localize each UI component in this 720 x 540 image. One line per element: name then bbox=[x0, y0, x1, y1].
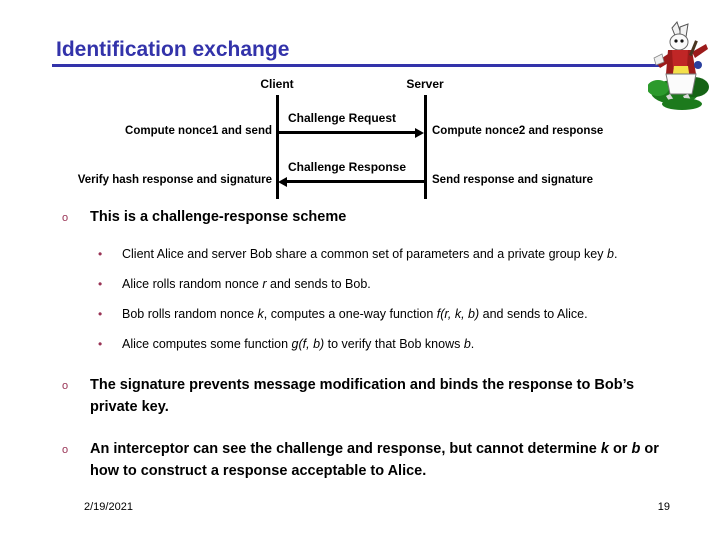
list-item-text: The signature prevents message modificat… bbox=[90, 377, 635, 415]
footer-date: 2/19/2021 bbox=[84, 501, 133, 513]
page-title: Identification exchange bbox=[56, 38, 290, 61]
bullet-marker-level1: o bbox=[62, 444, 69, 456]
list-item-text: Alice rolls random nonce r and sends to … bbox=[122, 277, 371, 291]
diagram-server-label: Server bbox=[406, 77, 444, 91]
spacer bbox=[0, 324, 720, 334]
bullet-marker-level2: • bbox=[98, 307, 103, 321]
spacer bbox=[0, 264, 720, 274]
server-lifeline bbox=[424, 95, 427, 199]
list-item: o An interceptor can see the challenge a… bbox=[0, 438, 720, 482]
bullet-marker-level1: o bbox=[62, 212, 69, 224]
message-label-challenge-response: Challenge Response bbox=[288, 160, 407, 174]
bullet-list: o This is a challenge-response scheme • … bbox=[0, 206, 720, 482]
note-verify-hash-response: Verify hash response and signature bbox=[77, 174, 272, 186]
list-item-text: This is a challenge-response scheme bbox=[90, 209, 347, 225]
note-compute-nonce1: Compute nonce1 and send bbox=[125, 125, 272, 137]
message-label-challenge-request: Challenge Request bbox=[288, 111, 397, 125]
bullet-marker-level2: • bbox=[98, 277, 103, 291]
list-item: • Bob rolls random nonce k, computes a o… bbox=[0, 304, 720, 324]
spacer bbox=[0, 228, 720, 244]
footer-slide-number: 19 bbox=[657, 501, 670, 513]
diagram-client-label: Client bbox=[260, 77, 294, 91]
note-compute-nonce2: Compute nonce2 and response bbox=[432, 125, 604, 137]
bullet-marker-level2: • bbox=[98, 247, 103, 261]
arrow-head-left-icon bbox=[278, 176, 287, 187]
white-rabbit-clipart-icon bbox=[648, 20, 709, 110]
spacer bbox=[0, 294, 720, 304]
list-item: o This is a challenge-response scheme bbox=[0, 206, 720, 228]
list-item: • Alice computes some function g(f, b) t… bbox=[0, 334, 720, 354]
identification-exchange-sequence-diagram: Client Server Challenge Request Challeng… bbox=[0, 0, 720, 210]
bullet-marker-level1: o bbox=[62, 380, 69, 392]
message-arrow-challenge-request bbox=[278, 131, 417, 134]
message-arrow-challenge-response bbox=[286, 180, 425, 183]
spacer bbox=[0, 418, 720, 438]
arrow-head-right-icon bbox=[415, 127, 424, 138]
list-item-text: An interceptor can see the challenge and… bbox=[90, 441, 659, 479]
title-underline-rule bbox=[52, 64, 662, 67]
bullet-marker-level2: • bbox=[98, 337, 103, 351]
note-send-response-signature: Send response and signature bbox=[432, 174, 594, 186]
list-item-text: Alice computes some function g(f, b) to … bbox=[122, 337, 475, 351]
list-item: • Client Alice and server Bob share a co… bbox=[0, 244, 720, 264]
list-item-text: Bob rolls random nonce k, computes a one… bbox=[122, 307, 588, 321]
list-item: • Alice rolls random nonce r and sends t… bbox=[0, 274, 720, 294]
list-item: o The signature prevents message modific… bbox=[0, 374, 720, 418]
list-item-text: Client Alice and server Bob share a comm… bbox=[122, 247, 618, 261]
client-lifeline bbox=[276, 95, 279, 199]
spacer bbox=[0, 354, 720, 374]
